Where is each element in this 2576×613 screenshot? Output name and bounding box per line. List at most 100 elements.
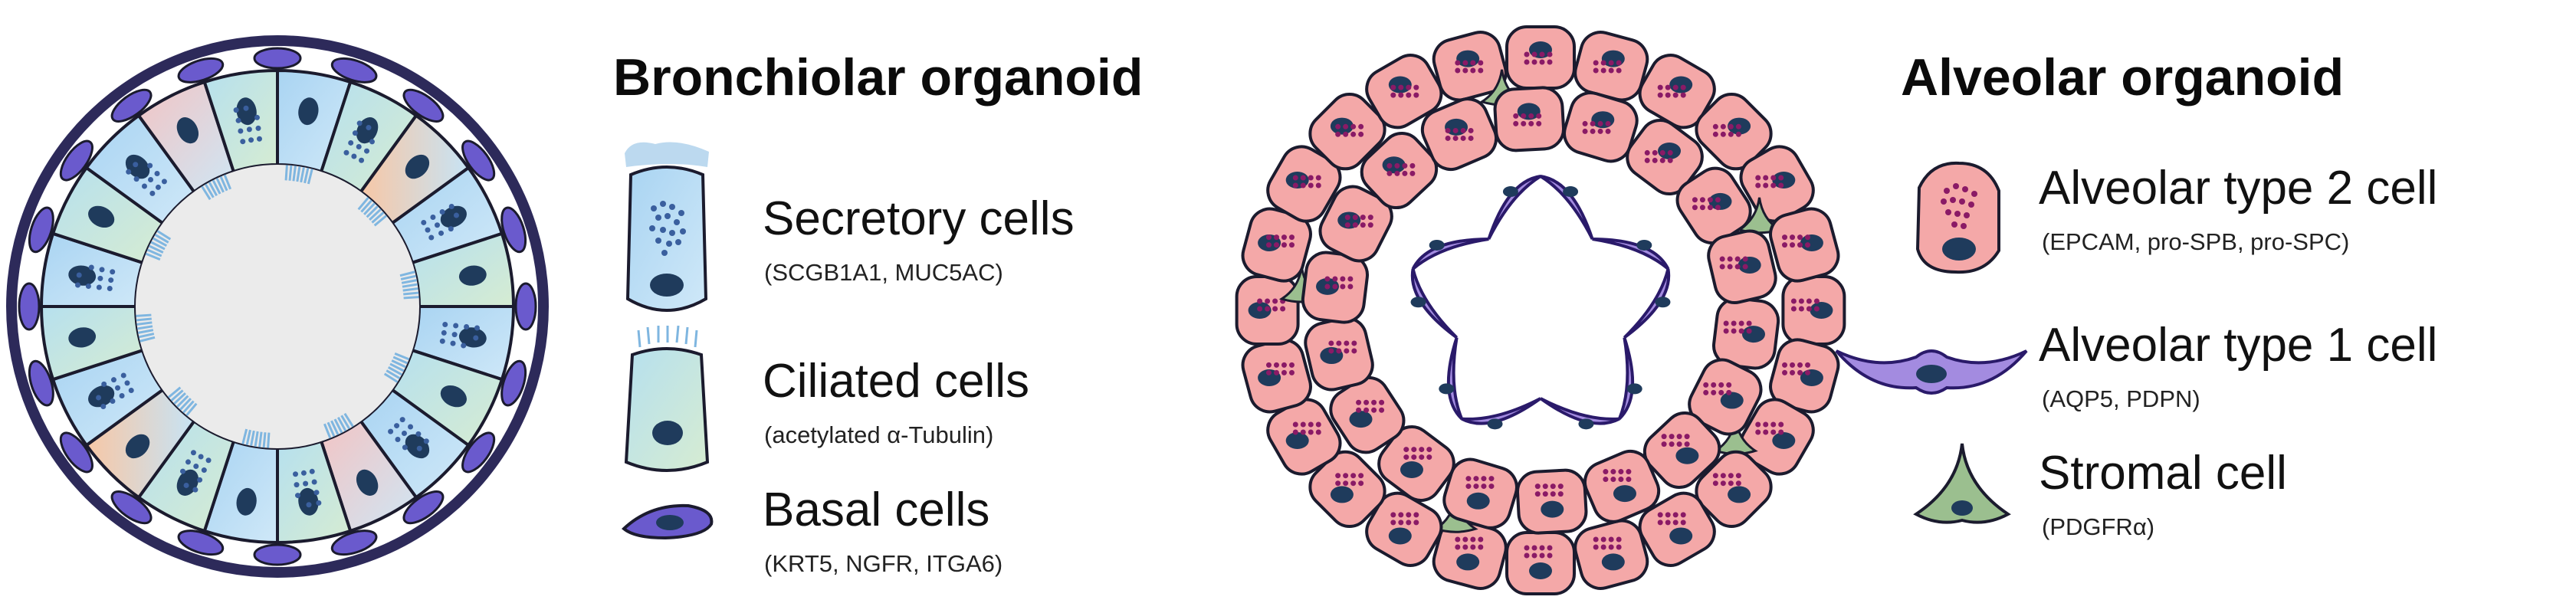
granule	[1593, 536, 1599, 543]
granule	[1726, 389, 1732, 395]
cilium	[369, 208, 382, 221]
granule	[1335, 480, 1341, 487]
granule	[1265, 234, 1272, 241]
granule	[1273, 242, 1279, 248]
legend-basal-markers: (KRT5, NGFR, ITGA6)	[764, 550, 1003, 577]
basal-cell	[28, 206, 54, 254]
granule	[1350, 480, 1357, 487]
granule	[1727, 256, 1733, 262]
granule	[1300, 429, 1306, 435]
granule	[1608, 67, 1614, 74]
granule	[1406, 520, 1412, 526]
granule	[115, 385, 121, 391]
granule	[243, 105, 249, 111]
granule	[1782, 242, 1788, 248]
cilium	[284, 165, 288, 181]
granule	[1347, 284, 1354, 290]
nucleus	[1708, 192, 1732, 210]
ciliated-cell-icon	[624, 326, 710, 472]
cilium	[392, 356, 409, 365]
nucleus	[1439, 383, 1455, 395]
granule	[1661, 441, 1667, 447]
granule	[1735, 473, 1741, 479]
granule	[1340, 276, 1346, 282]
nucleus	[405, 434, 430, 459]
cilium	[149, 244, 164, 254]
cilium	[156, 230, 172, 241]
cilium	[139, 333, 155, 339]
legend-stromal-markers: (PDGFRα)	[2042, 513, 2155, 540]
granule	[1470, 544, 1476, 550]
granule	[1703, 389, 1709, 395]
granule	[1265, 242, 1272, 248]
cilium	[258, 431, 263, 447]
granule	[1455, 536, 1461, 543]
granule	[1539, 51, 1545, 57]
cilium	[402, 287, 418, 292]
at1-cell-icon	[1835, 349, 2028, 395]
granule	[1805, 362, 1811, 368]
basal-cell	[59, 139, 94, 182]
basal-cell	[253, 543, 302, 566]
granule	[1371, 399, 1377, 405]
nucleus	[1738, 256, 1761, 274]
nucleus	[1330, 117, 1354, 135]
basal-cell	[59, 431, 94, 474]
granule	[1782, 369, 1788, 375]
nucleus	[1601, 553, 1625, 571]
granule	[1371, 407, 1377, 413]
granule	[192, 487, 199, 493]
granule	[1335, 473, 1341, 479]
cilium	[288, 165, 293, 181]
nucleus	[1382, 156, 1406, 174]
nucleus	[440, 205, 467, 228]
granule	[425, 227, 431, 233]
granule	[1328, 340, 1334, 346]
basal-cell	[514, 282, 537, 331]
granule	[1358, 123, 1364, 129]
basal-cell	[461, 431, 496, 474]
granule	[1273, 234, 1279, 241]
legend-at1-name: Alveolar type 1 cell	[2039, 319, 2438, 372]
nucleus	[1349, 411, 1373, 428]
granule	[1379, 407, 1385, 413]
granule	[1534, 484, 1541, 490]
cilium	[333, 418, 343, 434]
granule	[1390, 512, 1396, 518]
cilium	[212, 179, 222, 195]
granule	[1669, 441, 1675, 447]
nucleus	[1429, 239, 1445, 251]
nucleus	[68, 265, 97, 286]
granule	[1390, 520, 1396, 526]
granule	[1462, 67, 1468, 74]
granule	[461, 343, 467, 349]
granule	[1712, 480, 1718, 487]
granule	[416, 445, 422, 451]
granule	[201, 467, 207, 474]
granule	[1524, 51, 1530, 57]
granule	[1547, 51, 1553, 57]
granule	[294, 482, 300, 488]
cilium	[219, 175, 228, 192]
basal-cell	[177, 529, 225, 556]
granule	[309, 468, 315, 474]
granule	[1593, 544, 1599, 550]
nucleus	[1772, 172, 1796, 188]
granule	[1763, 429, 1769, 435]
granule	[369, 139, 375, 145]
granule	[439, 338, 445, 344]
cilium	[307, 169, 313, 185]
granule	[1603, 477, 1609, 483]
granule	[75, 282, 81, 288]
granule	[1547, 552, 1553, 559]
granule	[1478, 60, 1484, 66]
granule	[99, 267, 105, 273]
granule	[1790, 242, 1796, 248]
cilium	[136, 313, 152, 317]
legend-ciliated-name: Ciliated cells	[763, 355, 1030, 408]
granule	[1542, 484, 1548, 490]
granule	[295, 493, 301, 499]
granule	[1332, 284, 1338, 290]
nucleus	[1800, 234, 1823, 252]
granule	[1281, 234, 1287, 241]
